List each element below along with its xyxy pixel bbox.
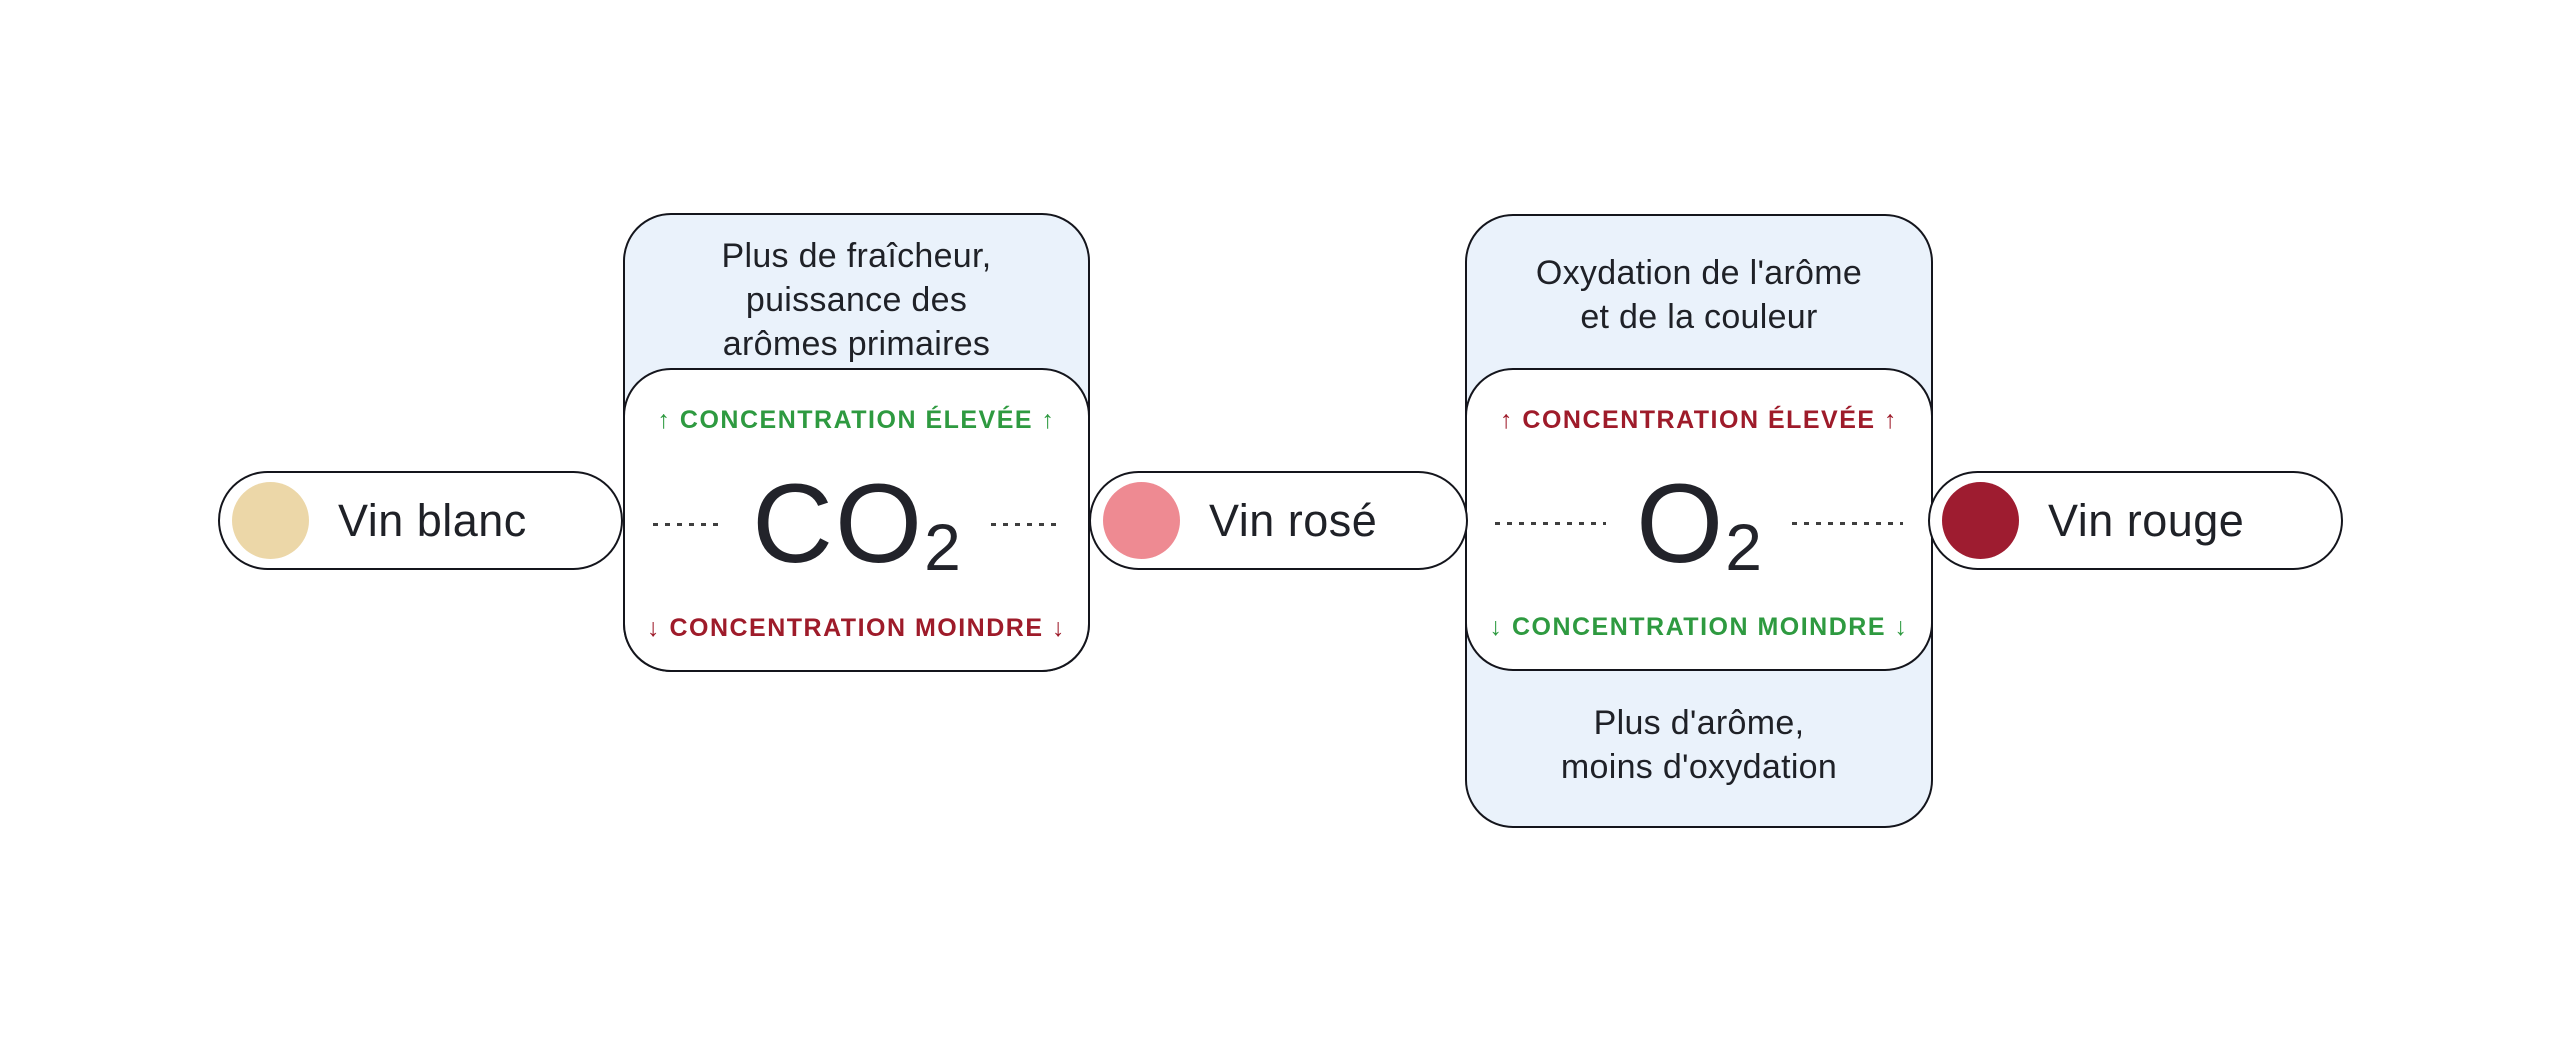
vin-rouge-label: Vin rouge [2048,494,2245,546]
co2-effect-note-line-1: Plus de fraîcheur, [721,237,992,275]
o2-formula-subscript: 2 [1725,509,1762,584]
co2-formula-subscript: 2 [924,510,961,584]
o2-effect-note-top-line-1: Oxydation de l'arôme [1535,254,1863,292]
co2-formula: CO2 [752,468,961,581]
o2-effect-note-top: Oxydation de l'arôme et de la couleur [1467,216,1931,339]
o2-concentration-card: ↑ CONCENTRATION ÉLEVÉE ↑ O2 ↓ CONCENTRAT… [1465,368,1933,671]
o2-effect-note-bottom-line-2: moins d'oxydation [1560,748,1838,786]
o2-effect-note-top-line-2: et de la couleur [1580,298,1818,336]
o2-high-concentration-label: ↑ CONCENTRATION ÉLEVÉE ↑ [1499,406,1899,434]
co2-concentration-card: ↑ CONCENTRATION ÉLEVÉE ↑ CO2 ↓ CONCENTRA… [623,368,1090,672]
co2-low-concentration-label: ↓ CONCENTRATION MOINDRE ↓ [647,614,1066,642]
co2-high-concentration-label: ↑ CONCENTRATION ÉLEVÉE ↑ [657,406,1056,434]
co2-effect-note: Plus de fraîcheur, puissance des arômes … [625,215,1088,366]
vin-rose-label: Vin rosé [1209,494,1378,546]
o2-formula-row: O2 [1467,467,1931,580]
co2-dotted-connector-left-icon [653,522,723,526]
o2-low-concentration-label: ↓ CONCENTRATION MOINDRE ↓ [1489,613,1909,641]
vin-blanc-label: Vin blanc [338,494,527,546]
o2-effect-note-bottom: Plus d'arôme, moins d'oxydation [1467,701,1931,789]
o2-formula-base: O [1636,460,1726,586]
vin-rose-swatch-icon [1103,482,1180,559]
o2-formula: O2 [1636,467,1762,580]
o2-effect-note-bottom-line-1: Plus d'arôme, [1593,704,1805,742]
co2-effect-note-line-3: arômes primaires [722,325,991,363]
o2-dotted-connector-right-icon [1791,522,1903,525]
vin-rouge-pill: Vin rouge [1928,471,2343,570]
co2-formula-row: CO2 [625,468,1088,580]
o2-dotted-connector-left-icon [1495,522,1607,525]
vin-rose-pill: Vin rosé [1089,471,1468,570]
co2-formula-base: CO [752,461,925,586]
vin-blanc-swatch-icon [232,482,309,559]
vin-blanc-pill: Vin blanc [218,471,623,570]
vin-rouge-swatch-icon [1942,482,2019,559]
co2-dotted-connector-right-icon [990,522,1060,526]
co2-effect-note-line-2: puissance des [745,281,968,319]
